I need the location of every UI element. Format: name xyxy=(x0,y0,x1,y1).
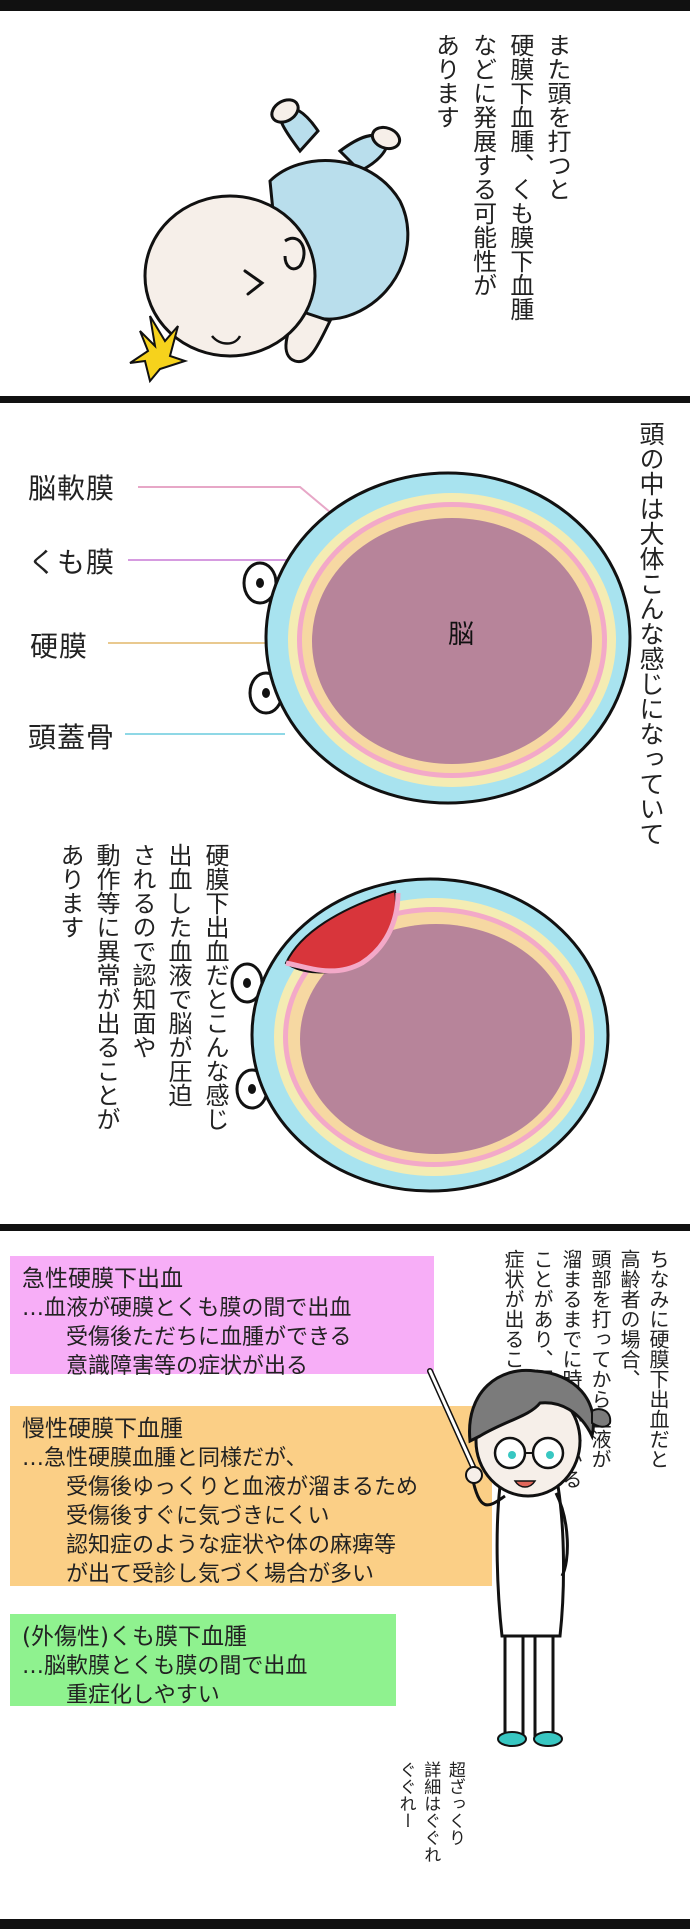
label-arachnoid: くも膜 xyxy=(28,546,116,579)
panel-baby-fall: また頭を打つと 硬膜下血腫、くも膜下血腫 などに発展する可能性が あります xyxy=(0,11,690,396)
box-line: 重症化しやすい xyxy=(22,1683,220,1709)
panel1-caption: また頭を打つと 硬膜下血腫、くも膜下血腫 などに発展する可能性が あります xyxy=(431,33,571,321)
box-line: …急性硬膜血腫と同様だが、 xyxy=(22,1446,308,1472)
box-line: 受傷後ただちに血腫ができる xyxy=(22,1325,352,1351)
baby-illustration xyxy=(129,98,410,384)
box-title: 慢性硬膜下血腫 xyxy=(22,1416,183,1442)
box-line: が出て受診し気づく場合が多い xyxy=(22,1562,375,1588)
box-line: …血液が硬膜とくも膜の間で出血 xyxy=(22,1296,352,1322)
hematoma-cross-section xyxy=(230,877,610,1193)
box-line: 意識障害等の症状が出る xyxy=(22,1354,309,1380)
subarachnoid-box: (外傷性)くも膜下血腫 …脳軟膜とくも膜の間で出血 重症化しやすい xyxy=(10,1614,396,1708)
box-title: (外傷性)くも膜下血腫 xyxy=(22,1624,247,1650)
panel2-caption: 頭の中は大体こんな感じになっていて xyxy=(636,421,665,846)
effect-caption: 出血した血液で脳が圧迫 されるので認知面や 動作等に異常が出ることが あります xyxy=(56,843,192,1131)
top-border xyxy=(0,0,690,11)
label-skull: 頭蓋骨 xyxy=(28,721,116,754)
separator-1 xyxy=(0,396,690,403)
acute-subdural-box: 急性硬膜下出血 …血液が硬膜とくも膜の間で出血 受傷後ただちに血腫ができる 意識… xyxy=(10,1256,434,1379)
aside-note: 超ざっくり 詳細はぐぐれ ぐぐれー xyxy=(395,1761,465,1863)
box-line: 受傷後ゆっくりと血液が溜まるため xyxy=(22,1475,419,1501)
separator-2 xyxy=(0,1224,690,1231)
chronic-subdural-box: 慢性硬膜下血腫 …急性硬膜血腫と同様だが、 受傷後ゆっくりと血液が溜まるため 受… xyxy=(10,1406,492,1588)
bottom-border xyxy=(0,1919,690,1929)
label-pia-mater: 脳軟膜 xyxy=(28,472,116,505)
hematoma-caption: 硬膜下出血だとこんな感じ xyxy=(201,843,229,1131)
doctor-illustration xyxy=(427,1368,612,1747)
panel-hematoma-types: 急性硬膜下出血 …血液が硬膜とくも膜の間で出血 受傷後ただちに血腫ができる 意識… xyxy=(0,1231,690,1919)
brain-label: 脳 xyxy=(448,620,474,650)
box-line: …脳軟膜とくも膜の間で出血 xyxy=(22,1654,308,1680)
box-line: 受傷後すぐに気づきにくい xyxy=(22,1504,330,1530)
box-title: 急性硬膜下出血 xyxy=(22,1266,183,1292)
panel-head-cross-section: 脳軟膜 くも膜 硬膜 頭蓋骨 脳 頭の中は大体こんな感じになっていて xyxy=(0,403,690,1224)
label-dura-mater: 硬膜 xyxy=(30,630,89,663)
normal-head-cross-section: 脳 xyxy=(108,471,632,805)
box-line: 認知症のような症状や体の麻痺等 xyxy=(22,1533,397,1559)
